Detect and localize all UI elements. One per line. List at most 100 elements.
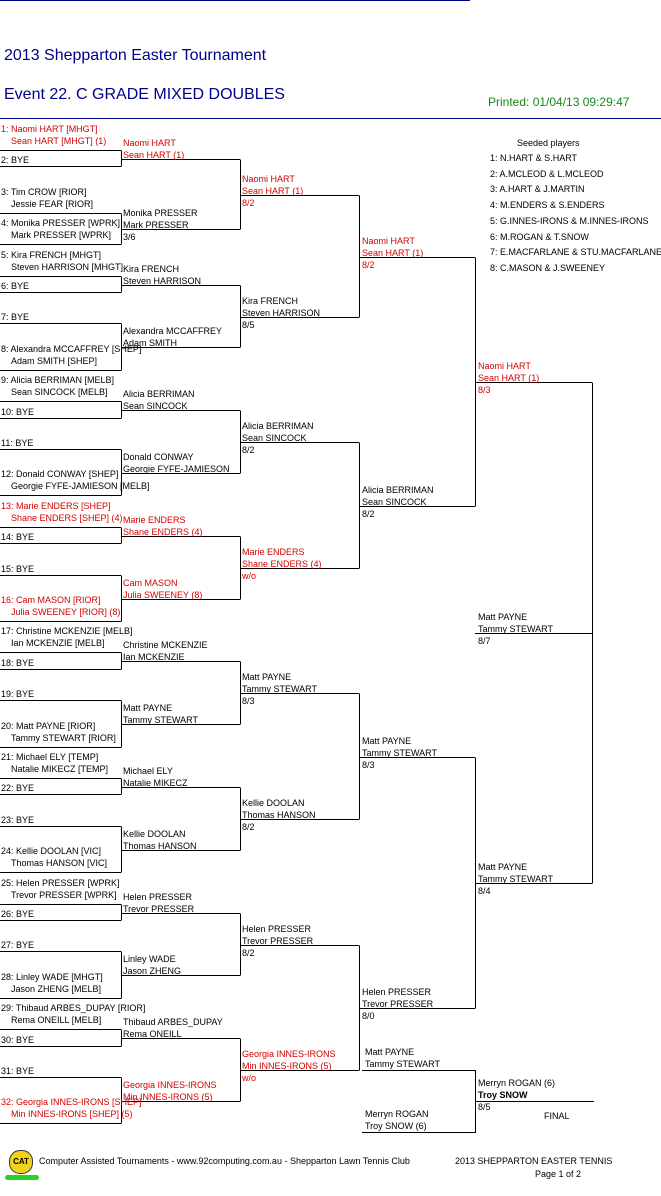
tournament-title: 2013 Shepparton Easter Tournament <box>4 47 267 64</box>
round3-score: 8/3 <box>242 696 255 706</box>
seed-entry: 8: C.MASON & J.SWEENEY <box>490 262 606 273</box>
round4-player1: Alicia BERRIMAN <box>362 484 434 495</box>
draw-entry-player1: 2: BYE <box>1 155 30 166</box>
round2-player2: Adam SMITH <box>123 338 178 348</box>
round3-player1: Alicia BERRIMAN <box>242 421 314 431</box>
final-winner-score: 8/5 <box>478 1102 491 1112</box>
draw-entry-player1: 11: BYE <box>1 438 34 448</box>
round2-player1: Helen PRESSER <box>123 891 193 902</box>
draw-entry-player2: Jessie FEAR [RIOR] <box>11 198 94 209</box>
seeded-players-title: Seeded players <box>517 138 580 148</box>
round2-player2: Thomas HANSON <box>123 840 197 851</box>
round3-player1: Matt PAYNE <box>242 672 292 682</box>
draw-entry-player2: Georgie FYFE-JAMIESON [MELB] <box>11 481 150 492</box>
draw-entry-player2: Adam SMITH [SHEP] <box>11 355 98 366</box>
draw-entry-player1: 18: BYE <box>1 657 35 668</box>
round5-score: 8/3 <box>478 385 491 395</box>
seed-entry: 7: E.MACFARLANE & STU.MACFARLANE <box>490 247 661 258</box>
draw-entry-player1: 1: Naomi HART [MHGT] <box>1 124 98 134</box>
draw-entry-player1: 17: Christine MCKENZIE [MELB] <box>1 626 133 637</box>
round4-player2: Trevor PRESSER <box>362 999 434 1009</box>
final-qualifier-score: 8/7 <box>478 636 491 646</box>
round3-player2: Shane ENDERS (4) <box>242 559 322 569</box>
draw-entry-player2: Steven HARRISON [MHGT] <box>11 261 124 272</box>
round2-player1: Kellie DOOLAN <box>123 828 186 839</box>
draw-entry-player1: 32: Georgia INNES-IRONS [SHEP] <box>1 1097 142 1108</box>
round2-player1: Linley WADE <box>123 954 176 964</box>
draw-entry-player1: 23: BYE <box>1 814 35 825</box>
cat-logo: CAT <box>9 1150 33 1174</box>
draw-entry-player1: 30: BYE <box>1 1034 35 1045</box>
round3-player2: Tammy STEWART <box>242 684 318 694</box>
round2-player2: Min INNES-IRONS (5) <box>123 1091 213 1102</box>
draw-entry-player1: 22: BYE <box>1 783 35 794</box>
footer-event: 2013 SHEPPARTON EASTER TENNIS <box>455 1156 613 1166</box>
round2-player1: Monika PRESSER <box>123 208 198 218</box>
round2-player2: Natalie MIKECZ <box>123 777 188 788</box>
draw-entry-player1: 10: BYE <box>1 406 35 417</box>
round2-player1: Naomi HART <box>123 137 176 148</box>
round4-score: 8/2 <box>362 508 375 519</box>
final-bottom-player1: Merryn ROGAN <box>365 1109 429 1119</box>
round2-player1: Christine MCKENZIE <box>123 640 208 650</box>
draw-entry-player1: 29: Thibaud ARBES_DUPAY [RIOR] <box>1 1003 146 1014</box>
draw-entry-player2: Sean SINCOCK [MELB] <box>11 387 108 398</box>
round3-player2: Steven HARRISON <box>242 307 321 318</box>
round3-player2: Min INNES-IRONS (5) <box>242 1061 332 1071</box>
draw-entry-player1: 12: Donald CONWAY [SHEP] <box>1 469 119 480</box>
round4-score: 8/3 <box>362 759 375 770</box>
round2-player2: Sean SINCOCK <box>123 401 188 411</box>
round2-player1: Matt PAYNE <box>123 703 173 713</box>
round2-score: 3/6 <box>123 232 136 242</box>
draw-entry-player1: 6: BYE <box>1 281 30 291</box>
draw-entry-player2: Mark PRESSER [WPRK] <box>11 230 112 241</box>
draw-entry-player2: Sean HART [MHGT] (1) <box>11 136 107 146</box>
seed-entry: 6: M.ROGAN & T.SNOW <box>490 231 589 242</box>
draw-entry-player1: 21: Michael ELY [TEMP] <box>1 752 99 762</box>
round4-player1: Naomi HART <box>362 235 415 246</box>
draw-entry-player1: 16: Cam MASON [RIOR] <box>1 595 101 605</box>
round3-player2: Trevor PRESSER <box>242 935 314 946</box>
draw-entry-player1: 20: Matt PAYNE [RIOR] <box>1 720 96 731</box>
round5-score: 8/4 <box>478 886 491 896</box>
final-top-player2: Tammy STEWART <box>365 1059 441 1069</box>
draw-entry-player1: 5: Kira FRENCH [MHGT] <box>1 249 102 260</box>
round2-player1: Michael ELY <box>123 765 173 776</box>
draw-entry-player1: 7: BYE <box>1 312 30 323</box>
draw-entry-player1: 28: Linley WADE [MHGT] <box>1 971 103 982</box>
round2-player2: Sean HART (1) <box>123 149 185 160</box>
round3-player1: Kira FRENCH <box>242 295 299 306</box>
draw-entry-player2: Thomas HANSON [VIC] <box>11 858 108 869</box>
round5-player2: Sean HART (1) <box>478 373 540 383</box>
round4-player2: Tammy STEWART <box>362 747 438 758</box>
round3-score: 8/2 <box>242 445 255 455</box>
round4-player1: Matt PAYNE <box>362 735 412 746</box>
round2-player1: Alexandra MCCAFFREY <box>123 326 223 336</box>
round2-player1: Alicia BERRIMAN <box>123 389 195 399</box>
round3-player2: Sean SINCOCK <box>242 433 307 443</box>
round3-score: w/o <box>242 1073 257 1083</box>
round2-player2: Jason ZHENG <box>123 966 182 976</box>
draw-entry-player2: Shane ENDERS [SHEP] (4) <box>11 512 123 523</box>
final-label: FINAL <box>544 1111 570 1121</box>
round3-player2: Thomas HANSON <box>242 810 316 820</box>
footer-page: Page 1 of 2 <box>535 1169 582 1179</box>
round2-player2: Georgie FYFE-JAMIESON <box>123 463 230 474</box>
final-winner-player1: Merryn ROGAN (6) <box>478 1078 556 1088</box>
draw-entry-player2: Trevor PRESSER [WPRK] <box>11 889 117 900</box>
draw-entry-player1: 13: Marie ENDERS [SHEP] <box>1 500 111 511</box>
footer-credit: Computer Assisted Tournaments - www.92co… <box>39 1156 410 1166</box>
draw-entry-player1: 3: Tim CROW [RIOR] <box>1 186 87 197</box>
round3-player1: Marie ENDERS <box>242 547 305 557</box>
draw-entry-player1: 15: BYE <box>1 563 35 574</box>
draw-entry-player1: 26: BYE <box>1 909 35 919</box>
draw-entry-player2: Tammy STEWART [RIOR] <box>11 732 116 743</box>
seed-entry: 1: N.HART & S.HART <box>490 153 578 163</box>
round3-score: 8/2 <box>242 947 255 958</box>
round5-player2: Tammy STEWART <box>478 874 554 884</box>
final-qualifier-player2: Tammy STEWART <box>478 624 554 634</box>
round5-player1: Naomi HART <box>478 361 531 371</box>
round2-player2: Julia SWEENEY (8) <box>123 589 203 600</box>
seed-entry: 5: G.INNES-IRONS & M.INNES-IRONS <box>490 215 649 226</box>
round3-player1: Helen PRESSER <box>242 923 312 934</box>
